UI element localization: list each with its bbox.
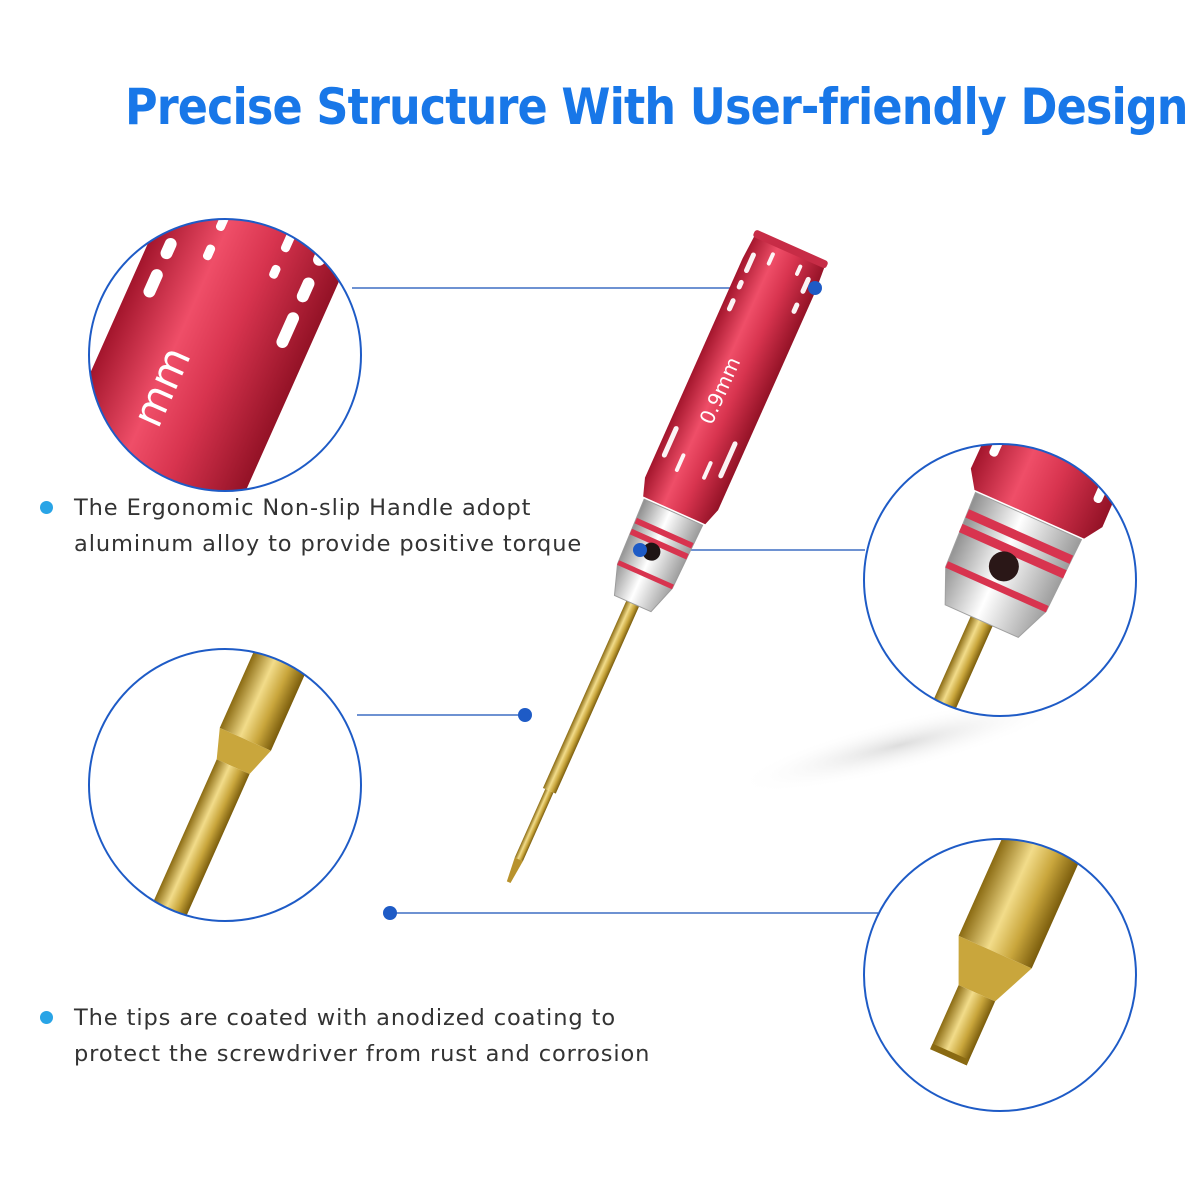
- bullet-dot: [40, 501, 53, 514]
- feature-handle: The Ergonomic Non-slip Handle adopt alum…: [40, 490, 582, 562]
- collar-set-screw: [642, 542, 661, 561]
- callout-dots: [383, 281, 822, 920]
- screwdriver-shaft: [542, 600, 640, 794]
- callout-dot-handle: [808, 281, 822, 295]
- callout-dot-shaft: [518, 708, 532, 722]
- feature-handle-line-2: aluminum alloy to provide positive torqu…: [74, 531, 583, 557]
- callout-lines: [352, 287, 878, 914]
- feature-tips-line-1: The tips are coated with anodized coatin…: [74, 1005, 616, 1031]
- zoom-circle-shaft: [88, 648, 362, 922]
- drop-shadow: [734, 696, 1066, 794]
- feature-tips-line-2: protect the screwdriver from rust and co…: [74, 1041, 651, 1067]
- feature-tips: The tips are coated with anodized coatin…: [40, 1000, 650, 1072]
- callout-dot-collar: [633, 543, 647, 557]
- bullet-dot: [40, 1011, 53, 1024]
- callout-dot-tip: [383, 906, 397, 920]
- screwdriver-handle: [643, 231, 827, 525]
- feature-handle-line-1: The Ergonomic Non-slip Handle adopt: [74, 495, 532, 521]
- screwdriver: 0.9mm: [506, 230, 828, 883]
- headline-title: Precise Structure With User-friendly Des…: [125, 78, 1188, 136]
- zoom-circle-handle: mm: [88, 218, 362, 492]
- zoom-circle-tip: [863, 838, 1137, 1112]
